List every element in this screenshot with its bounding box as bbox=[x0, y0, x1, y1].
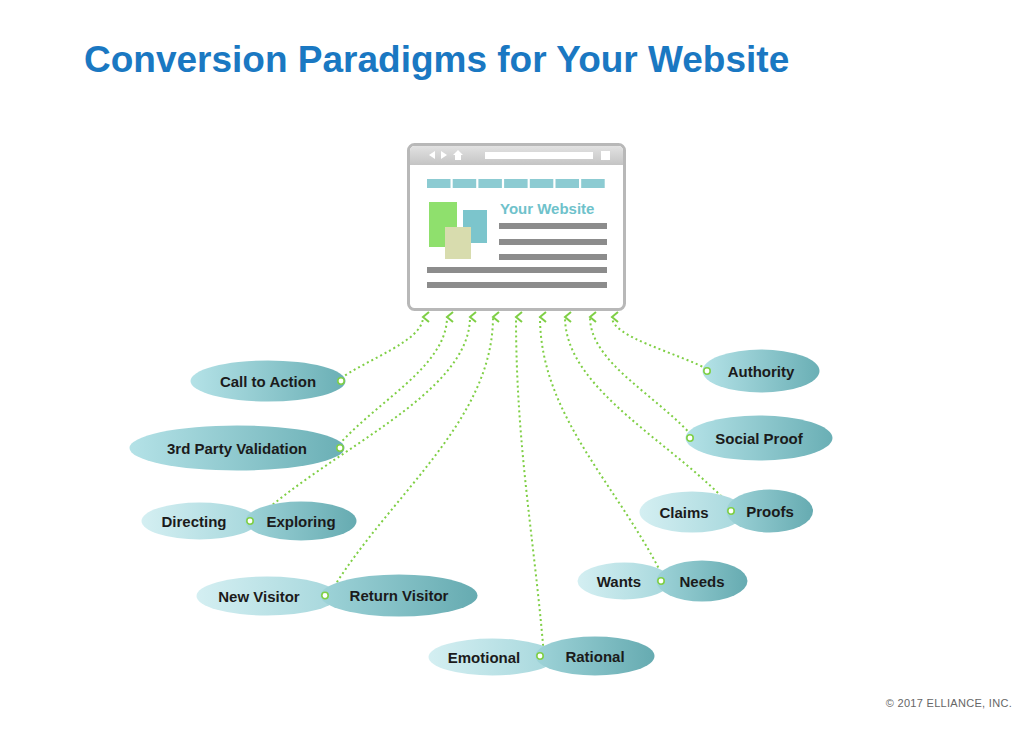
browser-illustration bbox=[407, 143, 626, 311]
connector-dot bbox=[337, 445, 343, 451]
paradigm-label: Call to Action bbox=[220, 373, 316, 390]
connector-dot bbox=[687, 435, 693, 441]
paradigm-label: Wants bbox=[597, 573, 641, 590]
dotted-arrow bbox=[337, 317, 423, 381]
paradigm-ellipse: Directing bbox=[141, 502, 258, 540]
paradigm-label: Emotional bbox=[448, 649, 521, 666]
dotted-arrow bbox=[612, 317, 711, 371]
connector-dot bbox=[728, 508, 734, 514]
connector-dot bbox=[704, 368, 710, 374]
paradigm-ellipse: Rational bbox=[535, 636, 655, 676]
connector-dot bbox=[537, 653, 543, 659]
diagram-title: Conversion Paradigms for Your Website bbox=[84, 40, 789, 81]
paradigm-label: Authority bbox=[728, 363, 795, 380]
dotted-arrow bbox=[329, 317, 493, 595]
paradigm-ellipse: Authority bbox=[702, 349, 820, 393]
paradigm-label: Exploring bbox=[266, 513, 335, 530]
dotted-arrow bbox=[590, 317, 694, 438]
paradigm-ellipse: 3rd Party Validation bbox=[129, 425, 345, 471]
connector-dot bbox=[658, 578, 664, 584]
paradigm-ellipse: Proofs bbox=[726, 489, 814, 533]
dotted-arrow bbox=[565, 317, 735, 511]
paradigm-label: Rational bbox=[565, 648, 624, 665]
paradigm-label: Claims bbox=[659, 504, 708, 521]
paradigm-ellipse: New Visitor bbox=[196, 576, 338, 616]
copyright-note: © 2017 ELLIANCE, INC. bbox=[886, 697, 1012, 709]
paradigm-label: Needs bbox=[679, 573, 724, 590]
paradigm-ellipse: Social Proof bbox=[685, 415, 833, 461]
connector-dot bbox=[247, 518, 253, 524]
paradigm-ellipse: Return Visitor bbox=[320, 574, 478, 617]
paradigm-ellipse: Call to Action bbox=[190, 360, 346, 402]
paradigm-label: Social Proof bbox=[715, 430, 803, 447]
dotted-arrow bbox=[254, 317, 470, 521]
dotted-arrow bbox=[336, 317, 447, 448]
paradigm-label: Directing bbox=[161, 513, 226, 530]
connector-dot bbox=[322, 592, 328, 598]
paradigm-label: Return Visitor bbox=[350, 587, 449, 604]
paradigm-label: 3rd Party Validation bbox=[167, 440, 307, 457]
paradigm-label: Proofs bbox=[746, 503, 794, 520]
dotted-arrow bbox=[540, 317, 665, 581]
paradigm-ellipse: Needs bbox=[656, 560, 748, 602]
paradigm-ellipse: Exploring bbox=[245, 501, 357, 541]
connector-dot bbox=[338, 378, 344, 384]
browser-window: Your Website bbox=[407, 143, 626, 311]
website-label: Your Website bbox=[500, 200, 594, 217]
dotted-arrow bbox=[516, 317, 544, 656]
paradigm-label: New Visitor bbox=[218, 588, 299, 605]
